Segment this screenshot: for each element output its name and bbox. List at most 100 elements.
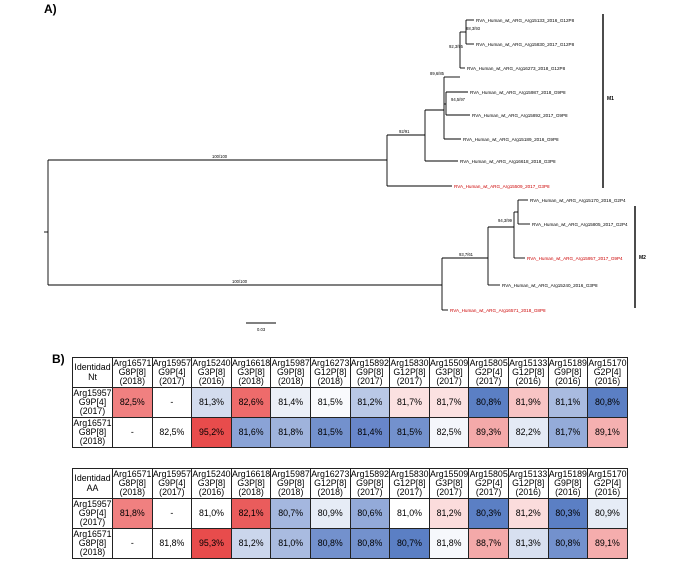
column-header-line: Arg16273	[311, 468, 350, 479]
identity-cell: 81,2%	[349, 387, 391, 418]
column-header-line: (2017)	[436, 487, 462, 498]
identity-cell: 81,1%	[547, 387, 589, 418]
identity-cell: 80,6%	[349, 498, 391, 529]
tree-leaf-label: RVA_Human_wt_ARG_Arg16273_2018_G12P8	[467, 66, 566, 71]
phylogenetic-tree: RVA_Human_wt_ARG_Arg15133_2016_G12P8 RVA…	[44, 14, 646, 332]
column-header-line: G9P[8]	[554, 477, 582, 488]
column-header-line: G2P[4]	[593, 477, 622, 488]
identity-cell: -	[151, 387, 193, 418]
corner-header-line: AA	[86, 482, 99, 493]
identity-cell: 81,5%	[389, 417, 430, 448]
column-header-line: Arg15133	[509, 357, 548, 368]
column-header-line: (2016)	[555, 376, 581, 387]
row-header-line: G9P[4]	[78, 507, 107, 518]
identity-cell: 82,5%	[428, 417, 470, 448]
row-header-line: (2017)	[79, 406, 106, 417]
corner-header-line: Nt	[88, 371, 97, 382]
tree-leaf-labels: RVA_Human_wt_ARG_Arg15133_2016_G12P8 RVA…	[450, 18, 628, 313]
tree-leaf-label: RVA_Human_wt_ARG_Arg15805_2017_G2P4	[532, 222, 628, 227]
identity-cell: 81,5%	[309, 417, 351, 448]
identity-cell: 81,7%	[547, 417, 589, 448]
column-header-line: (2016)	[594, 376, 621, 387]
bootstrap-label: 100/100	[232, 279, 248, 284]
tree-leaf-label: RVA_Human_wt_ARG_Arg15509_2017_G3P8	[454, 184, 550, 189]
identity-cell: 82,6%	[230, 387, 272, 418]
column-header-line: G9P[4]	[158, 366, 186, 377]
column-header-line: Arg15240	[192, 357, 231, 368]
column-header-line: Arg15189	[548, 357, 587, 368]
column-header-line: (2018)	[119, 376, 146, 387]
identity-cell: 81,0%	[270, 528, 311, 559]
column-header-line: G9P[8]	[356, 477, 384, 488]
column-header-line: (2016)	[198, 487, 225, 498]
bootstrap-label: 100/100	[212, 154, 228, 159]
column-header-line: Arg15957	[152, 468, 191, 479]
tree-leaf-label: RVA_Human_wt_ARG_Arg15957_2017_G9P4	[527, 256, 623, 261]
column-header-line: Arg15509	[429, 468, 469, 479]
identity-cell: 80,8%	[349, 528, 391, 559]
row-header-line: Arg15957	[73, 387, 112, 398]
identity-cell: 80,8%	[547, 528, 589, 559]
column-header-line: G9P[8]	[554, 366, 582, 377]
column-header-line: G3P[8]	[237, 366, 265, 377]
identity-cell: 80,7%	[270, 498, 311, 529]
identity-cell: 89,1%	[587, 528, 628, 559]
tree-leaf-label: RVA_Human_wt_ARG_Arg15892_2017_G9P8	[472, 113, 568, 118]
column-header-line: G3P[8]	[197, 477, 226, 488]
column-header-line: G12P[8]	[314, 477, 347, 488]
column-header-line: Arg15170	[588, 357, 627, 368]
column-header-line: G2P[4]	[593, 366, 622, 377]
column-header-line: (2017)	[475, 487, 502, 498]
column-header-line: (2017)	[357, 487, 383, 498]
column-header-line: Arg16618	[232, 357, 271, 368]
identity-cell: 81,7%	[428, 387, 470, 418]
bootstrap-label: 88,3/93	[466, 26, 481, 31]
identity-cell: 81,6%	[230, 417, 272, 448]
column-header-line: (2016)	[198, 376, 225, 387]
column-header-line: G8P[8]	[118, 366, 146, 377]
column-header-line: Arg15133	[509, 468, 548, 479]
column-header-line: (2018)	[238, 487, 264, 498]
identity-cell: 80,8%	[587, 387, 628, 418]
row-header-line: G9P[4]	[78, 396, 107, 407]
column-header-line: Arg15987	[271, 468, 310, 479]
bootstrap-label: 89,6/85	[430, 71, 445, 76]
row-header-line: Arg15957	[73, 498, 112, 509]
identity-cell: 95,2%	[191, 417, 232, 448]
column-header-line: (2017)	[396, 376, 423, 387]
tree-leaf-label: RVA_Human_wt_ARG_Arg15170_2016_G2P4	[530, 198, 626, 203]
column-header-line: G3P[8]	[435, 477, 463, 488]
identity-cell: 81,3%	[191, 387, 232, 418]
column-header-line: (2016)	[594, 487, 621, 498]
column-header-line: G2P[4]	[474, 366, 503, 377]
column-header-line: Arg16571	[113, 357, 152, 368]
row-header-line: Arg16571	[73, 417, 112, 428]
column-header-line: Arg15805	[469, 357, 508, 368]
column-header-line: Arg15509	[429, 357, 469, 368]
identity-cell: 81,9%	[507, 387, 549, 418]
identity-cell: 89,1%	[587, 417, 628, 448]
identity-cell: 80,8%	[468, 387, 509, 418]
identity-cell: 82,5%	[151, 417, 193, 448]
bootstrap-labels: 88,3/93 92,3/95 89,6/85 94,5/97 92/91 10…	[212, 26, 513, 284]
column-header-line: (2018)	[238, 376, 264, 387]
identity-cell: 81,5%	[309, 387, 351, 418]
identity-cell: -	[112, 417, 153, 448]
identity-cell: 81,7%	[389, 387, 430, 418]
